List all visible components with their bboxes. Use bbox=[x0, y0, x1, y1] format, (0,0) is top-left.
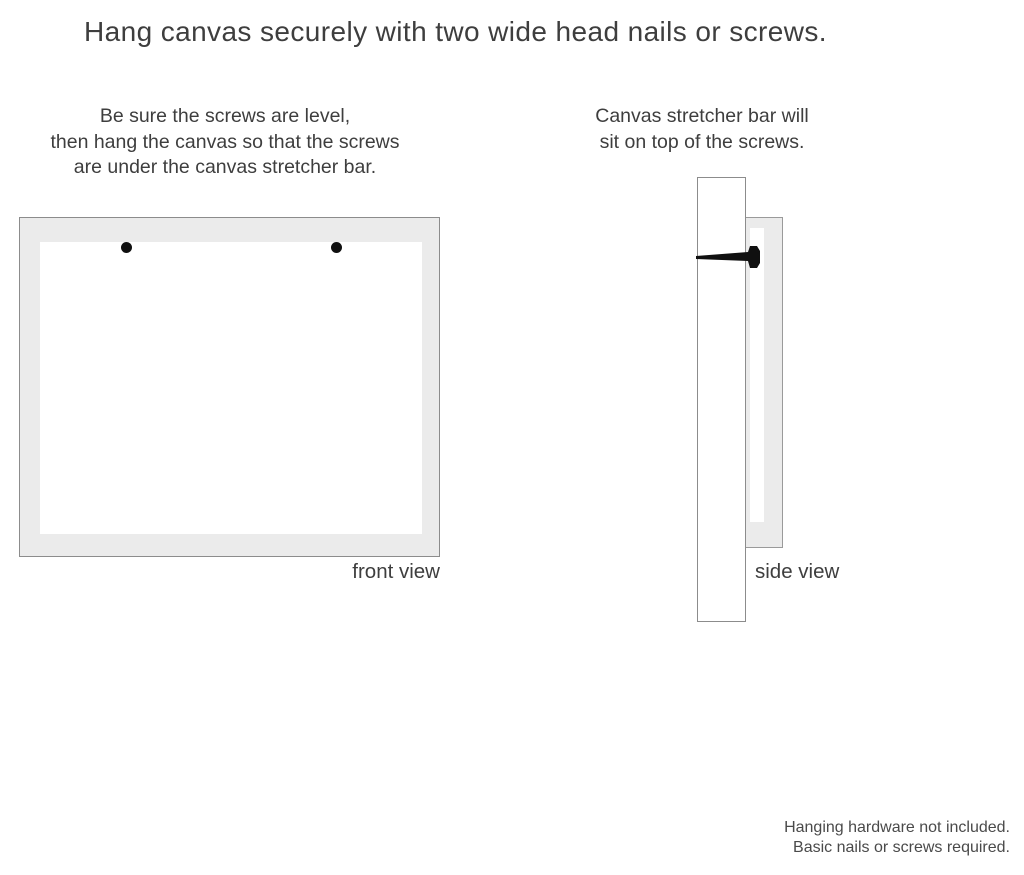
hardware-note-line: Basic nails or screws required. bbox=[793, 838, 1010, 856]
instruction-line: are under the canvas stretcher bar. bbox=[73, 156, 377, 178]
canvas-front-inner-face bbox=[40, 242, 422, 534]
side-view-label: side view bbox=[755, 560, 840, 583]
instruction-line: then hang the canvas so that the screws bbox=[50, 130, 400, 153]
nail-icon bbox=[696, 246, 760, 268]
page-title: Hang canvas securely with two wide head … bbox=[84, 16, 827, 47]
canvas-front-diagram bbox=[19, 217, 440, 557]
instruction-line: sit on top of the screws. bbox=[599, 130, 805, 153]
hardware-note-line: Hanging hardware not included. bbox=[784, 819, 1010, 836]
nail-head-dot-right bbox=[331, 242, 342, 253]
stretcher-bar-cross-section bbox=[697, 177, 746, 622]
canvas-side-diagram bbox=[745, 217, 783, 548]
front-view-label: front view bbox=[352, 560, 440, 583]
side-view-instructions: Canvas stretcher bar will sit on top of … bbox=[550, 104, 854, 155]
canvas-side-inner-face bbox=[750, 228, 764, 522]
front-view-instructions: Be sure the screws are level, then hang … bbox=[24, 104, 426, 181]
nail-head-dot-left bbox=[121, 242, 132, 253]
hardware-note: Hanging hardware not included. Basic nai… bbox=[704, 818, 1010, 857]
instruction-line: Be sure the screws are level, bbox=[99, 105, 351, 127]
instruction-line: Canvas stretcher bar will bbox=[595, 105, 809, 127]
